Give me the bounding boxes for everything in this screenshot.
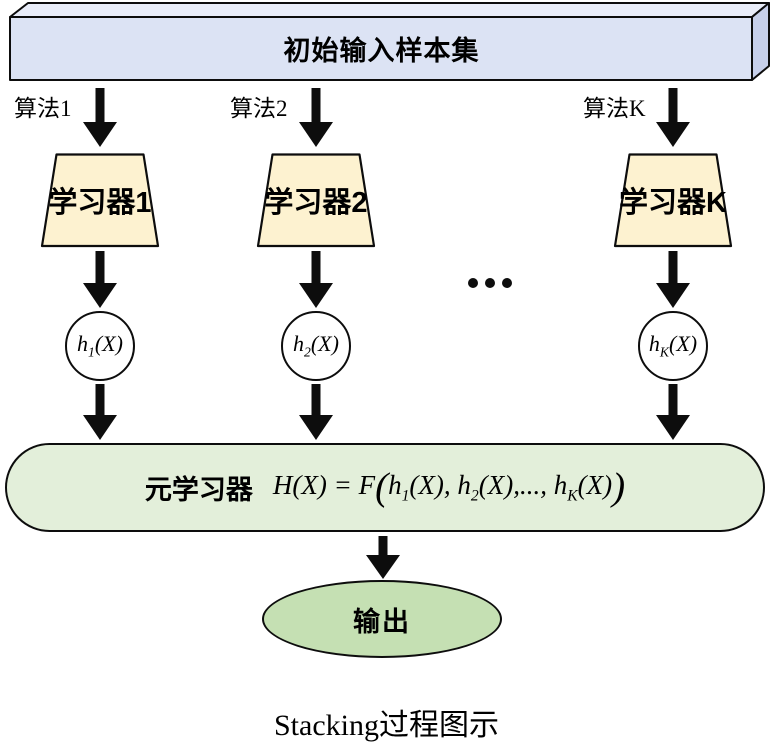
- input-box-label: 初始输入样本集: [283, 36, 480, 66]
- dot-icon: [485, 278, 495, 288]
- down-arrow-icon: [299, 384, 333, 440]
- caption: Stacking过程图示: [274, 709, 499, 742]
- hypothesis-circle-2: h2(X): [281, 311, 351, 381]
- input-box-3d: [9, 2, 770, 81]
- dot-icon: [502, 278, 512, 288]
- dot-icon: [468, 278, 478, 288]
- hypothesis-circle-1: h1(X): [65, 311, 135, 381]
- learner-trapezoid-2: [256, 153, 376, 248]
- learner-trapezoid-k: [613, 153, 733, 248]
- learner-label-k: 学习器K: [619, 187, 727, 219]
- learner-label-2: 学习器2: [264, 187, 368, 219]
- output-ellipse: 输出: [262, 580, 502, 658]
- down-arrow-icon: [299, 251, 333, 308]
- down-arrow-icon: [83, 251, 117, 308]
- down-arrow-icon: [656, 88, 690, 147]
- hypothesis-label-k: hK(X): [648, 331, 698, 360]
- algo-label-1: 算法1: [14, 96, 72, 121]
- down-arrow-icon: [656, 384, 690, 440]
- down-arrow-icon: [299, 88, 333, 147]
- down-arrow-icon: [366, 536, 400, 579]
- down-arrow-icon: [656, 251, 690, 308]
- hypothesis-label-2: h2(X): [293, 331, 339, 360]
- input-box-side-face: [751, 2, 770, 81]
- down-arrow-icon: [83, 384, 117, 440]
- hypothesis-label-1: h1(X): [77, 331, 123, 360]
- learner-label-1: 学习器1: [48, 187, 152, 219]
- input-box-top-face: [9, 2, 770, 18]
- down-arrow-icon: [83, 88, 117, 147]
- hypothesis-circle-k: hK(X): [638, 311, 708, 381]
- learner-trapezoid-1: [40, 153, 160, 248]
- algo-label-k: 算法K: [583, 96, 646, 121]
- output-label: 输出: [353, 606, 411, 637]
- meta-learner-formula: H(X) = F(h1(X), h2(X),..., hK(X)): [272, 465, 626, 509]
- meta-learner-label: 元学习器: [144, 475, 253, 505]
- ellipsis-dots: [468, 278, 512, 288]
- input-box-front-face: [9, 16, 753, 81]
- algo-label-2: 算法2: [230, 96, 288, 121]
- meta-learner-capsule: 元学习器 H(X) = F(h1(X), h2(X),..., hK(X)): [5, 443, 765, 532]
